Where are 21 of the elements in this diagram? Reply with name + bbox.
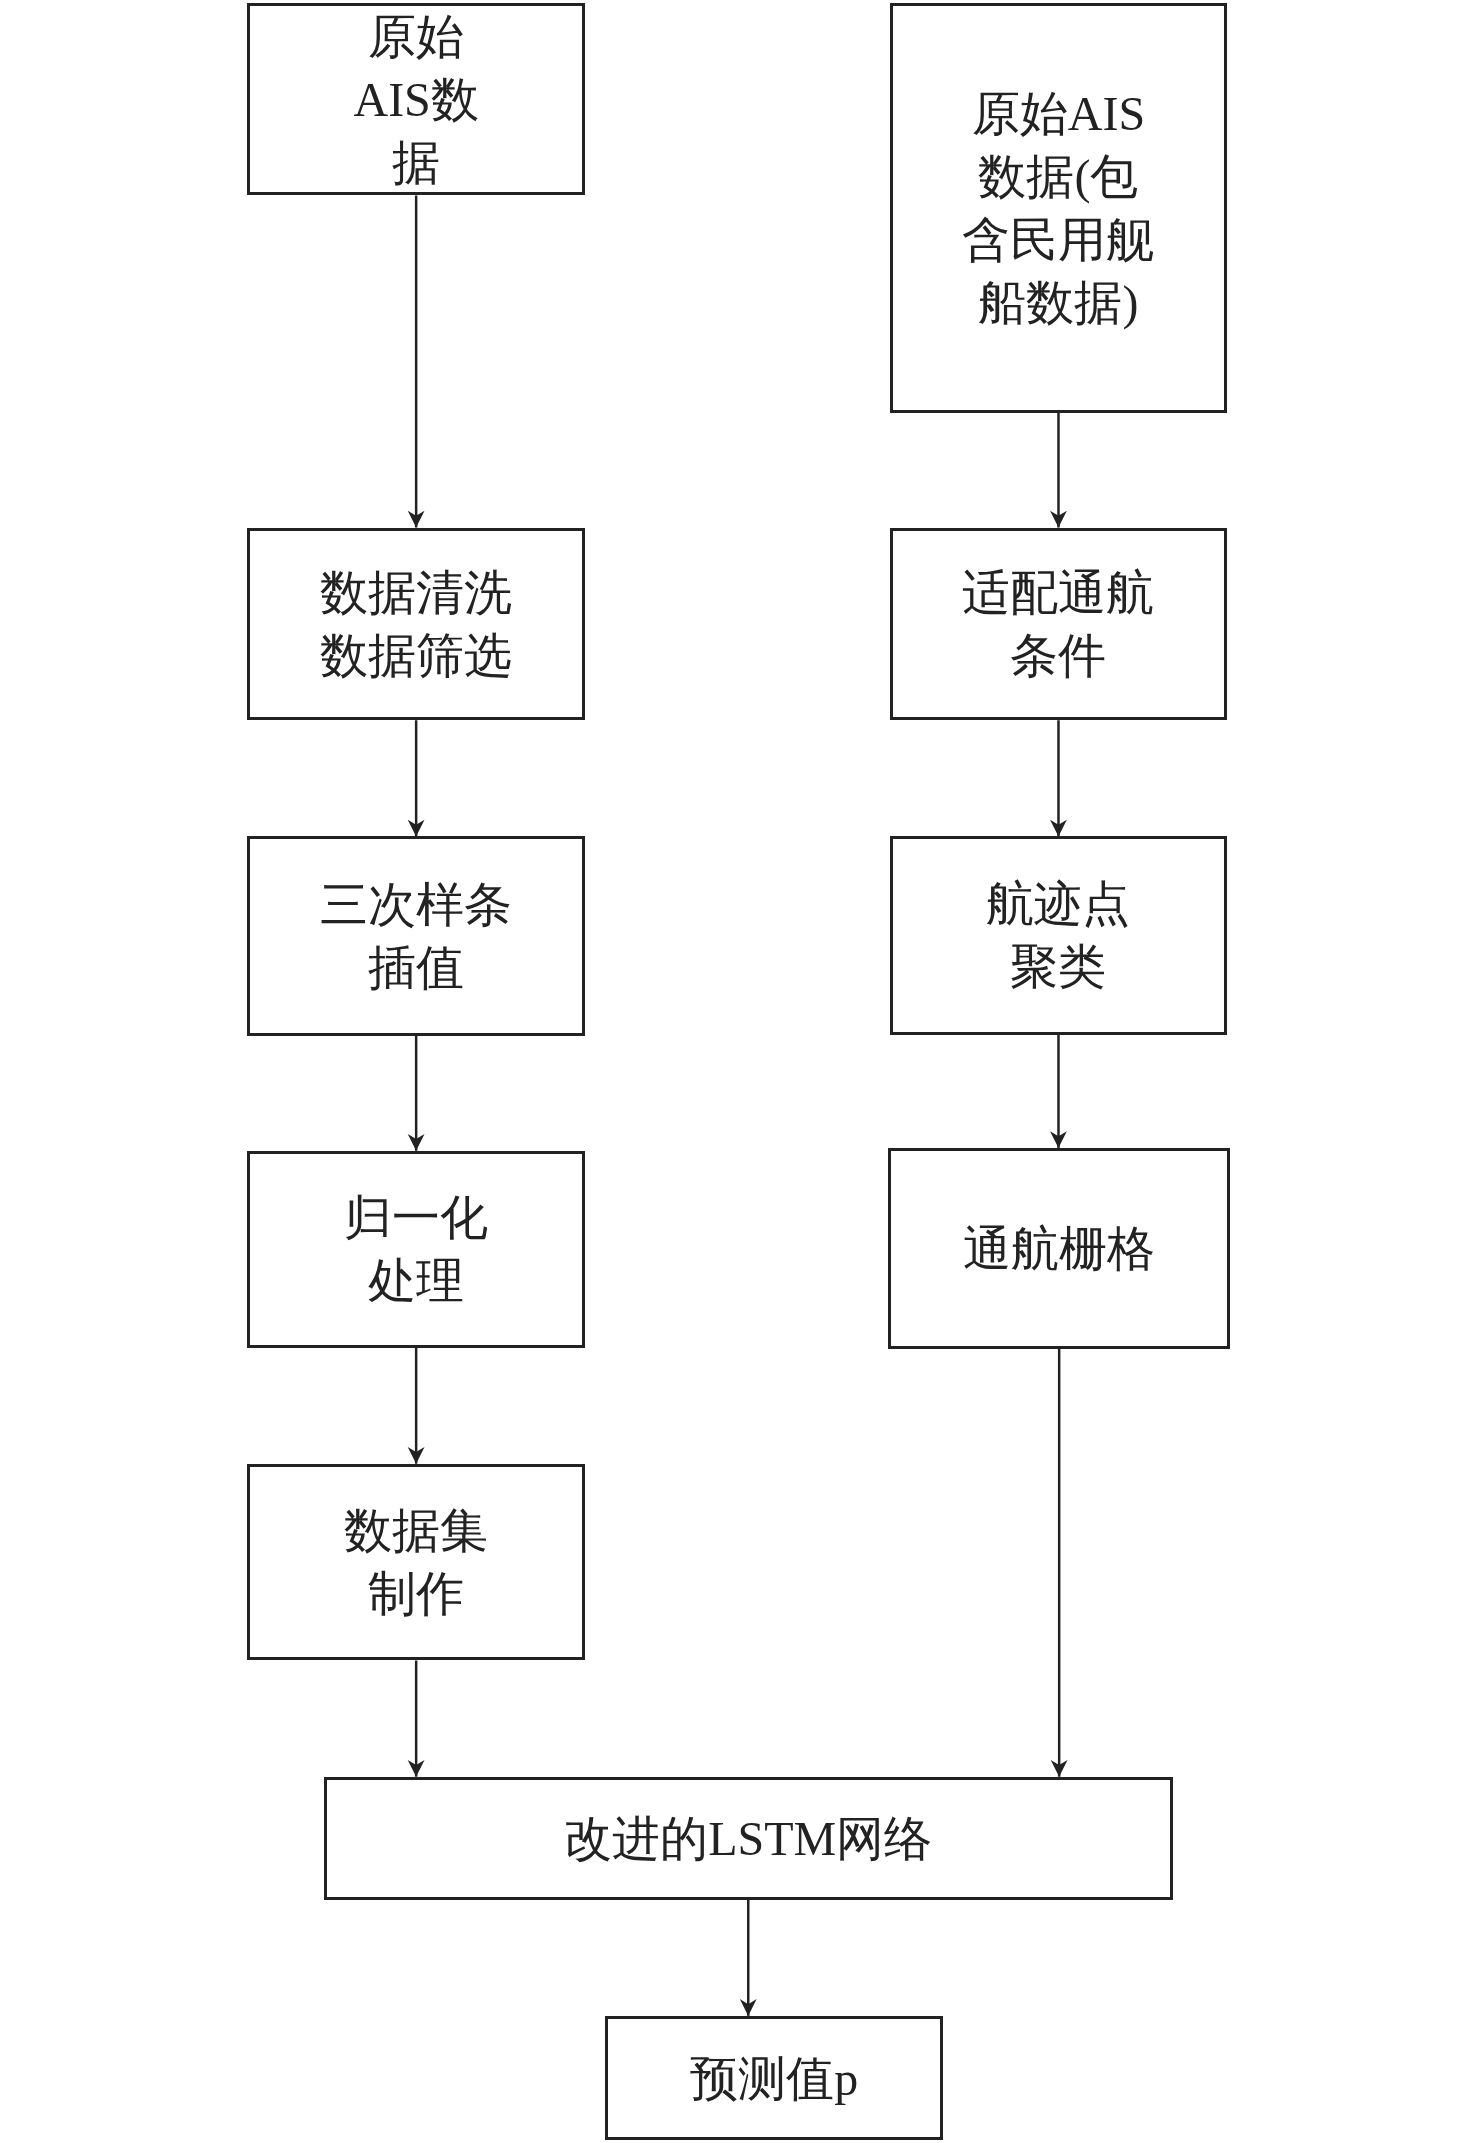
process-box: 改进的LSTM网络 [323, 1776, 1173, 1900]
process-box: 原始AIS数据 [247, 2, 585, 196]
process-box: 航迹点聚类 [889, 836, 1228, 1035]
process-box: 预测值p [605, 2015, 943, 2141]
process-box: 三次样条插值 [247, 836, 585, 1036]
arrow [739, 1899, 757, 2016]
arrow [1050, 720, 1067, 837]
arrow [407, 720, 425, 837]
arrow [1050, 412, 1067, 528]
arrow [407, 1660, 425, 1777]
arrow [407, 195, 425, 528]
process-box: 适配通航条件 [889, 527, 1228, 721]
arrow [1050, 1348, 1068, 1777]
arrow [407, 1035, 425, 1151]
process-box: 原始AIS数据(包含民用舰船数据) [889, 2, 1228, 413]
process-box: 数据清洗 数据筛选 [247, 527, 585, 721]
process-box: 通航栅格 [888, 1148, 1230, 1349]
process-box: 归一化处理 [247, 1150, 585, 1348]
arrow [407, 1347, 425, 1464]
process-box: 数据集制作 [247, 1463, 585, 1661]
arrow [1050, 1034, 1067, 1149]
